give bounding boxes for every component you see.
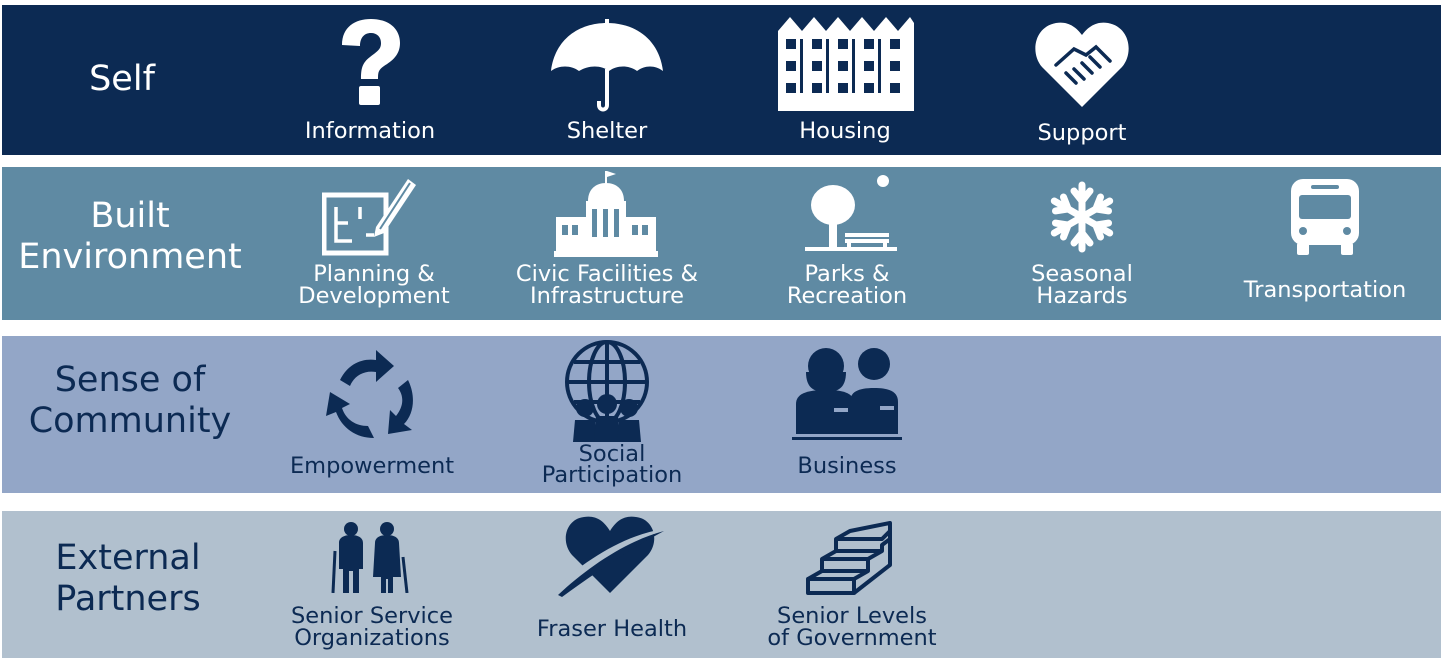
item-label: Transportation: [1243, 277, 1407, 303]
item-support: Support: [1012, 5, 1152, 155]
band-title-sense: Sense of Community: [28, 360, 232, 441]
bus-icon: [1291, 179, 1359, 255]
band-title-external: External Partners: [55, 538, 201, 619]
item-label: Housing: [799, 118, 891, 144]
item-civic-facilities: Civic Facilities & Infrastructure: [502, 167, 712, 320]
stairs-icon: [806, 521, 892, 595]
item-label-line1: Civic Facilities &: [515, 261, 699, 287]
item-social-participation: Social Participation: [522, 336, 702, 493]
item-information: Information: [285, 5, 455, 155]
item-label-line1: Senior Levels: [777, 603, 927, 629]
item-transportation: Transportation: [1230, 167, 1420, 320]
item-label-line1: Parks &: [804, 261, 890, 287]
band-title-built: Built Environment: [18, 196, 242, 277]
heart-swoosh-icon: [554, 516, 664, 597]
item-label: Support: [1037, 120, 1127, 146]
item-shelter: Shelter: [532, 5, 682, 155]
item-label-line1: Planning &: [313, 261, 435, 287]
item-label-line2: of Government: [767, 625, 937, 651]
item-label: Business: [797, 453, 897, 479]
band-self: Self Information Shelter Housing: [2, 5, 1441, 155]
item-label: Fraser Health: [536, 616, 688, 642]
item-business: Business: [774, 336, 920, 493]
seniors-icon: [331, 522, 409, 593]
band-built-environment: Built Environment Planning & Development: [2, 167, 1441, 320]
item-label-line2: Development: [298, 283, 450, 309]
business-people-icon: [792, 348, 902, 440]
globe-people-icon: [565, 340, 649, 442]
item-label-line1: Senior Service: [291, 603, 453, 629]
heart-handshake-icon: [1035, 22, 1129, 108]
item-label-line1: Social: [578, 441, 646, 467]
band-sense-of-community: Sense of Community Empowerment: [2, 336, 1441, 493]
item-housing: Housing: [770, 5, 920, 155]
umbrella-icon: [551, 19, 663, 112]
band-title-self: Self: [89, 59, 155, 99]
item-label: Empowerment: [289, 453, 455, 479]
question-mark-icon: [342, 19, 400, 105]
item-label-line2: Hazards: [1036, 283, 1128, 309]
apartment-building-icon: [778, 17, 914, 111]
item-label-line2: Organizations: [294, 625, 450, 651]
item-seasonal-hazards: Seasonal Hazards: [1012, 167, 1152, 320]
item-senior-levels-of-government: Senior Levels of Government: [752, 511, 952, 658]
item-fraser-health: Fraser Health: [522, 511, 702, 658]
item-label-line1: Seasonal: [1031, 261, 1133, 287]
item-planning-development: Planning & Development: [284, 167, 464, 320]
tree-bench-icon: [805, 175, 897, 251]
band-external-partners: External Partners Senior Service Organiz…: [2, 511, 1441, 658]
civic-building-icon: [554, 171, 658, 257]
cycle-arrows-icon: [326, 350, 413, 438]
item-empowerment: Empowerment: [280, 336, 464, 493]
item-label: Shelter: [566, 118, 648, 144]
item-label: Information: [304, 118, 436, 144]
item-senior-service-organizations: Senior Service Organizations: [282, 511, 462, 658]
item-label-line2: Recreation: [786, 283, 908, 309]
item-parks-recreation: Parks & Recreation: [777, 167, 917, 320]
snowflake-icon: [1050, 181, 1114, 253]
blueprint-pencil-icon: [322, 179, 416, 256]
item-label-line2: Infrastructure: [530, 283, 684, 309]
item-label-line2: Participation: [541, 462, 683, 488]
